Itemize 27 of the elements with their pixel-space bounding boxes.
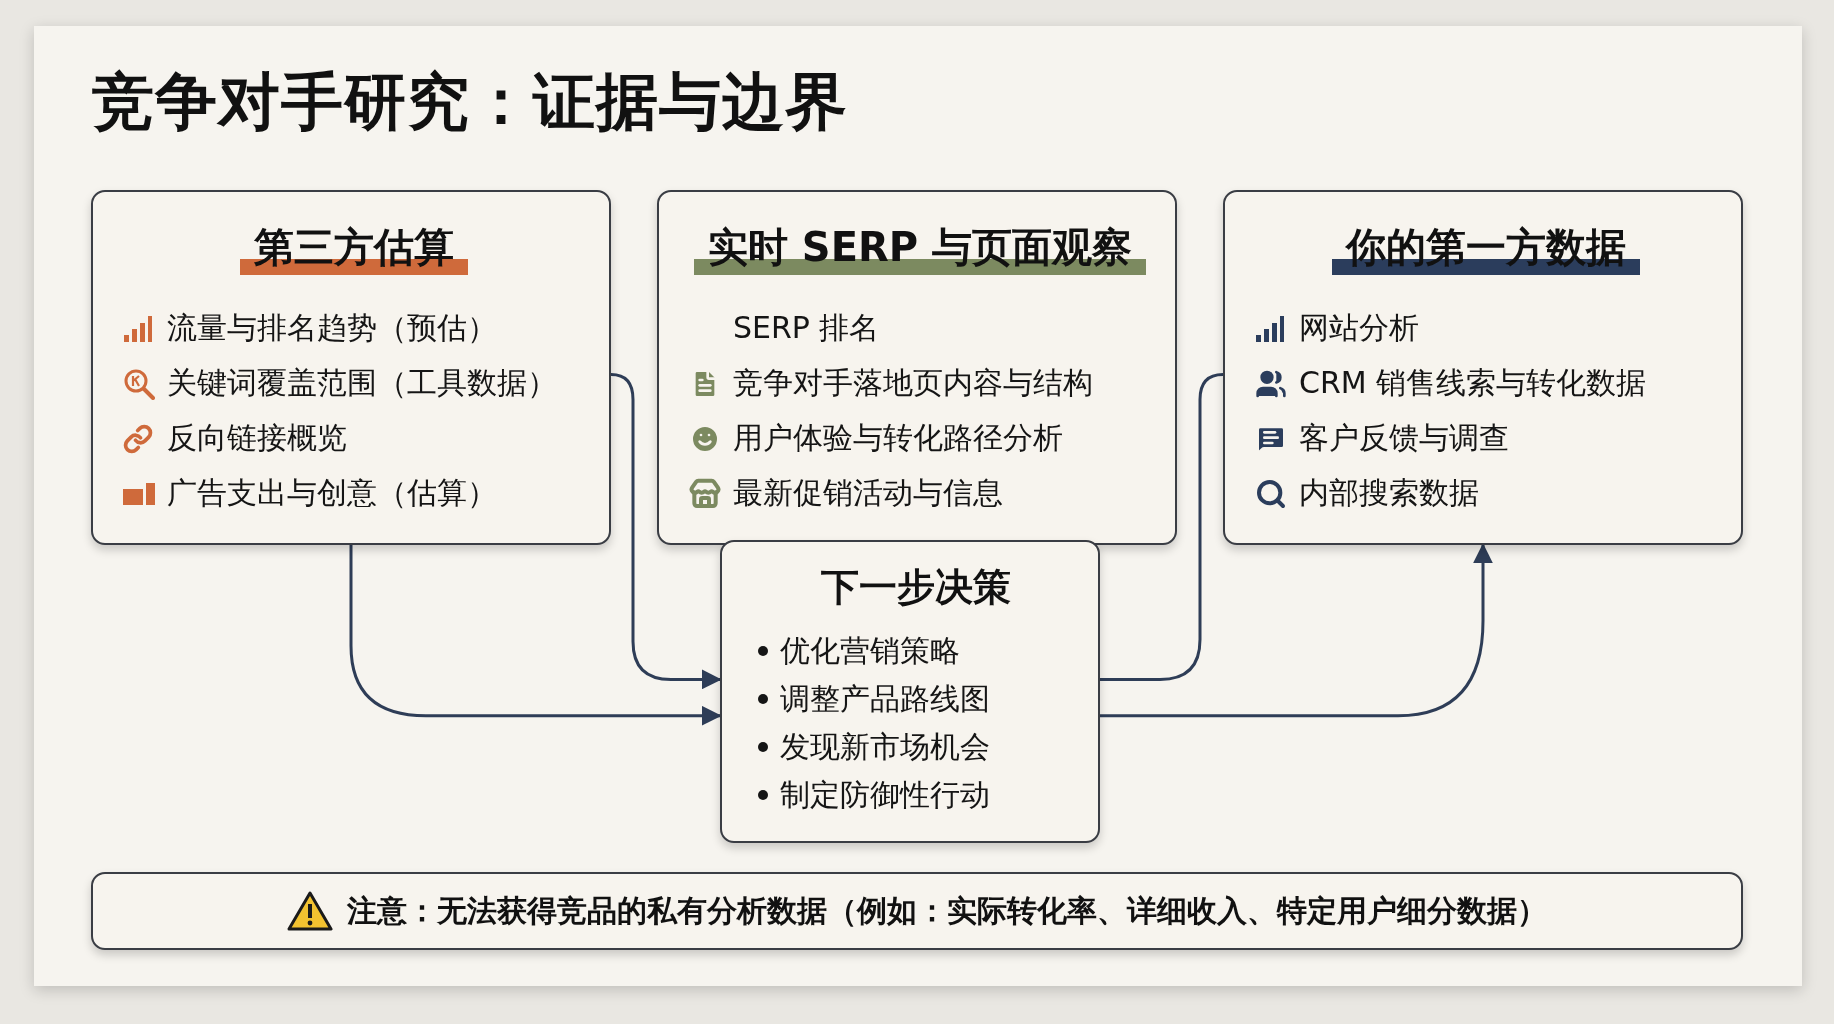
bullet-item: 调整产品路线图 [780,679,990,718]
card-heading: 下一步决策 [820,564,1012,611]
list-item: 关键词覆盖范围（工具数据） [167,364,557,402]
note-box [91,872,1743,950]
list-item: CRM 销售线索与转化数据 [1299,364,1647,402]
connector-arrow [610,373,722,690]
source-card [1223,190,1743,545]
list-item: 用户体验与转化路径分析 [733,419,1063,457]
diagram-title: 竞争对手研究：证据与边界 [92,64,848,140]
list-item: 客户反馈与调查 [1299,419,1509,457]
list-item: 内部搜索数据 [1299,474,1479,512]
bullet-item: 制定防御性行动 [780,775,990,814]
decision-box [720,540,1100,843]
bullet-item: 优化营销策略 [780,631,960,670]
source-card [91,190,611,545]
connector-arrow [1100,543,1493,718]
list-item: 反向链接概览 [167,419,347,457]
list-item: 竞争对手落地页内容与结构 [733,364,1093,402]
list-item: 最新促销活动与信息 [733,474,1003,512]
list-item: SERP 排名 [733,309,880,347]
note-text: 注意：无法获得竞品的私有分析数据（例如：实际转化率、详细收入、特定用户细分数据） [347,891,1547,930]
list-item: 流量与排名趋势（预估） [167,309,497,347]
source-card [657,190,1177,545]
list-item: 网站分析 [1299,309,1419,347]
connector-arrow [349,545,722,726]
bullet-item: 发现新市场机会 [780,727,990,766]
list-item: 广告支出与创意（估算） [167,474,497,512]
